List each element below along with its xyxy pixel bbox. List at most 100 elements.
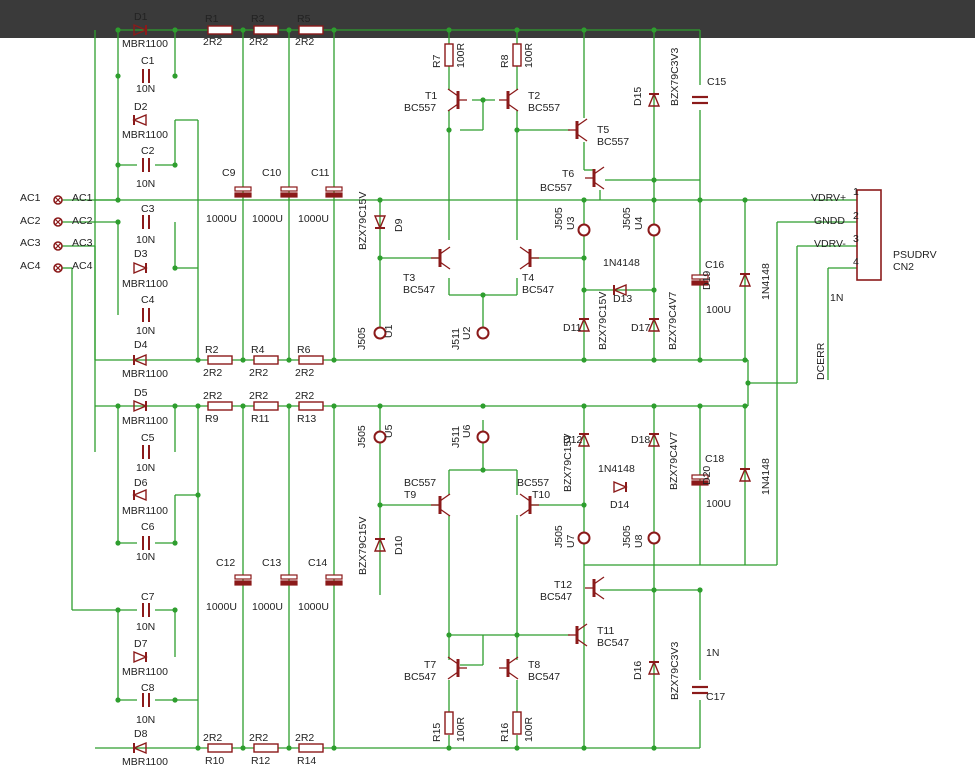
junction-dot xyxy=(377,403,383,409)
elcap-plate xyxy=(691,280,709,286)
component-label: 2R2 xyxy=(295,390,314,402)
cap-gap xyxy=(137,607,155,613)
component-label-vertical: BZX79C15V xyxy=(357,517,369,575)
component-label-vertical: D10 xyxy=(393,536,405,555)
window-top-bar xyxy=(0,0,975,38)
net-label: AC2 xyxy=(72,215,93,227)
junction-dot xyxy=(651,587,657,593)
resistor xyxy=(444,43,454,67)
junction-dot xyxy=(115,197,121,203)
connector-net-label: GNDD xyxy=(814,215,845,227)
component-label: 1000U xyxy=(298,601,329,613)
component-label-vertical: BZX79C15V xyxy=(597,292,609,350)
component-label: D1 xyxy=(134,11,148,23)
junction-dot xyxy=(115,540,121,546)
component-label-vertical: J511 xyxy=(450,328,462,350)
junction-dot xyxy=(240,357,246,363)
elcap-plate xyxy=(325,192,343,198)
component-label: 1N xyxy=(706,647,719,659)
connector-net-label: VDRV- xyxy=(814,238,846,250)
junction-dot xyxy=(697,357,703,363)
component-label: 1000U xyxy=(252,213,283,225)
junction-dot xyxy=(581,745,587,751)
diode-symbol xyxy=(613,480,628,494)
diode-symbol xyxy=(647,660,661,675)
transistor-lead xyxy=(593,576,605,585)
component-label: C16 xyxy=(705,259,724,271)
component-label-vertical: D20 xyxy=(701,466,713,485)
component-label: 2R2 xyxy=(249,732,268,744)
component-label: C3 xyxy=(141,203,155,215)
net-label: AC3 xyxy=(72,237,93,249)
component-label: D14 xyxy=(610,499,629,511)
component-label: D13 xyxy=(613,293,632,305)
diode-symbol xyxy=(133,650,148,664)
junction-dot xyxy=(115,403,121,409)
component-label: T6 xyxy=(562,168,574,180)
test-pad xyxy=(647,531,661,545)
diode-symbol xyxy=(738,467,752,482)
pin-number: 1 xyxy=(853,186,859,198)
junction-dot xyxy=(480,97,486,103)
component-label: T1 xyxy=(425,90,437,102)
component-label: D5 xyxy=(134,387,148,399)
elcap-plate xyxy=(280,580,298,586)
transistor-lead xyxy=(507,671,519,680)
component-label: C8 xyxy=(141,682,155,694)
test-pad-layer xyxy=(53,194,875,545)
component-label: BC547 xyxy=(528,671,560,683)
component-label-vertical: D19 xyxy=(701,271,713,290)
component-label-vertical: U2 xyxy=(461,326,473,340)
transistor-lead xyxy=(507,103,519,112)
component-label: BC557 xyxy=(404,102,436,114)
component-label: 10N xyxy=(136,178,155,190)
component-label: 1000U xyxy=(252,601,283,613)
component-label: T4 xyxy=(522,272,534,284)
pin-number: 4 xyxy=(853,256,859,268)
component-label: 2R2 xyxy=(203,390,222,402)
component-label: MBR1100 xyxy=(122,368,168,380)
component-label-vertical: U8 xyxy=(633,534,645,548)
component-label: 100U xyxy=(706,498,731,510)
resistor xyxy=(512,711,522,735)
component-label: R4 xyxy=(251,344,265,356)
junction-dot xyxy=(115,73,121,79)
junction-dot xyxy=(286,357,292,363)
component-label: 1N4148 xyxy=(603,257,640,269)
component-label: D17 xyxy=(631,322,650,334)
junction-dot xyxy=(115,607,121,613)
transistor-lead xyxy=(593,591,605,600)
junction-dot xyxy=(115,219,121,225)
junction-dot xyxy=(115,697,121,703)
cap-gap xyxy=(697,685,703,695)
component-label-vertical: U1 xyxy=(383,324,395,338)
resistor xyxy=(444,711,454,735)
transistor-lead xyxy=(519,493,531,502)
component-label: C18 xyxy=(705,453,724,465)
junction-dot xyxy=(514,27,520,33)
component-label-vertical: U5 xyxy=(383,424,395,438)
diode-symbol xyxy=(738,272,752,287)
component-label: C14 xyxy=(308,557,327,569)
component-label-vertical: U7 xyxy=(565,534,577,548)
component-label: 1000U xyxy=(206,601,237,613)
component-label-vertical: BZX79C15V xyxy=(357,192,369,250)
junction-dot xyxy=(331,27,337,33)
terminal-mark xyxy=(55,219,61,225)
component-label-vertical: J505 xyxy=(553,207,565,230)
component-label-vertical: 100R xyxy=(455,716,467,742)
component-label: C1 xyxy=(141,55,155,67)
transistor-lead xyxy=(507,88,519,97)
component-label: R12 xyxy=(251,755,270,767)
junction-dot xyxy=(172,697,178,703)
junction-dot xyxy=(651,287,657,293)
component-label: BC547 xyxy=(403,284,435,296)
component-label: 10N xyxy=(136,551,155,563)
component-label: R14 xyxy=(297,755,316,767)
component-label: 10N xyxy=(136,234,155,246)
component-label: C13 xyxy=(262,557,281,569)
component-label: C12 xyxy=(216,557,235,569)
elcap-plate xyxy=(234,574,252,580)
component-label: BC557 xyxy=(528,102,560,114)
component-label-vertical: 100R xyxy=(523,42,535,68)
